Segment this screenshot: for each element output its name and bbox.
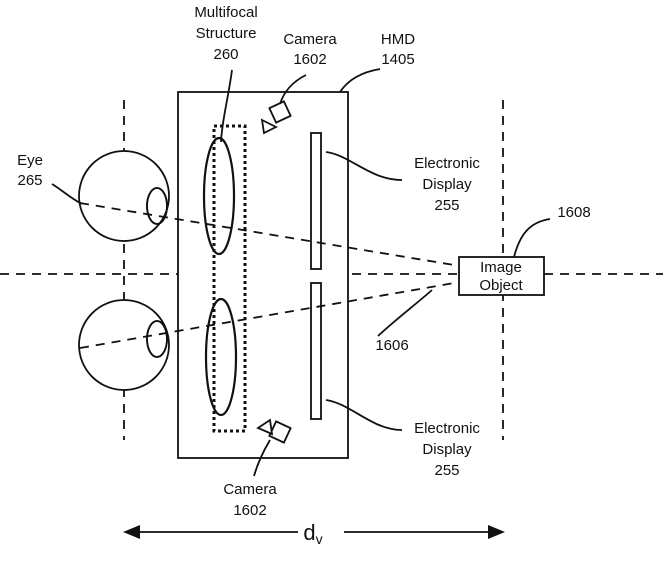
eye-top-pupil [146,187,168,225]
distance-arrowhead-left [123,525,140,539]
label-multifocal-1: Multifocal [194,4,257,21]
leader-hmd [339,68,381,93]
label-multifocal-3: 260 [213,46,238,63]
label-display-bottom-1: Electronic [414,420,480,437]
label-eye-1: Eye [17,152,43,169]
label-hmd-2: 1405 [381,51,414,68]
sight-line-top [79,202,461,267]
label-display-bottom-3: 255 [434,462,459,479]
label-camera-top-2: 1602 [293,51,326,68]
leader-camera-top [279,74,307,105]
label-camera-top-1: Camera [283,31,337,48]
label-display-bottom-2: Display [422,441,472,458]
label-camera-bottom-2: 1602 [233,502,266,519]
label-display-top-2: Display [422,176,472,193]
leader-camera-bottom [253,439,271,477]
label-distance: dv [303,520,322,547]
label-1608: 1608 [557,204,590,221]
image-object-label-line1: Image [480,259,522,276]
label-1606: 1606 [375,337,408,354]
camera-top [260,100,292,135]
label-distance-subscript: v [316,531,323,547]
lens-bottom [204,297,238,417]
label-multifocal-2: Structure [196,25,257,42]
sight-line-bottom [79,281,461,349]
leader-1608 [513,218,551,258]
image-object-box [458,256,545,296]
leader-1606 [377,289,433,337]
lens-top [202,136,236,256]
label-eye-2: 265 [17,172,42,189]
camera-bottom [256,418,292,444]
electronic-display-bottom [310,282,322,420]
leader-display-top [325,151,403,181]
leader-multifocal [220,69,233,143]
label-display-top-1: Electronic [414,155,480,172]
label-hmd-1: HMD [381,31,415,48]
label-camera-bottom-1: Camera [223,481,277,498]
leader-display-bottom [325,399,403,431]
hmd-housing [177,91,349,459]
image-object-label-line2: Object [479,277,523,294]
distance-arrowhead-right [488,525,505,539]
electronic-display-top [310,132,322,270]
eye-bottom [78,299,170,391]
eye-bottom-pupil [146,320,168,358]
eye-top [78,150,170,242]
leader-eye [51,183,83,205]
label-display-top-3: 255 [434,197,459,214]
